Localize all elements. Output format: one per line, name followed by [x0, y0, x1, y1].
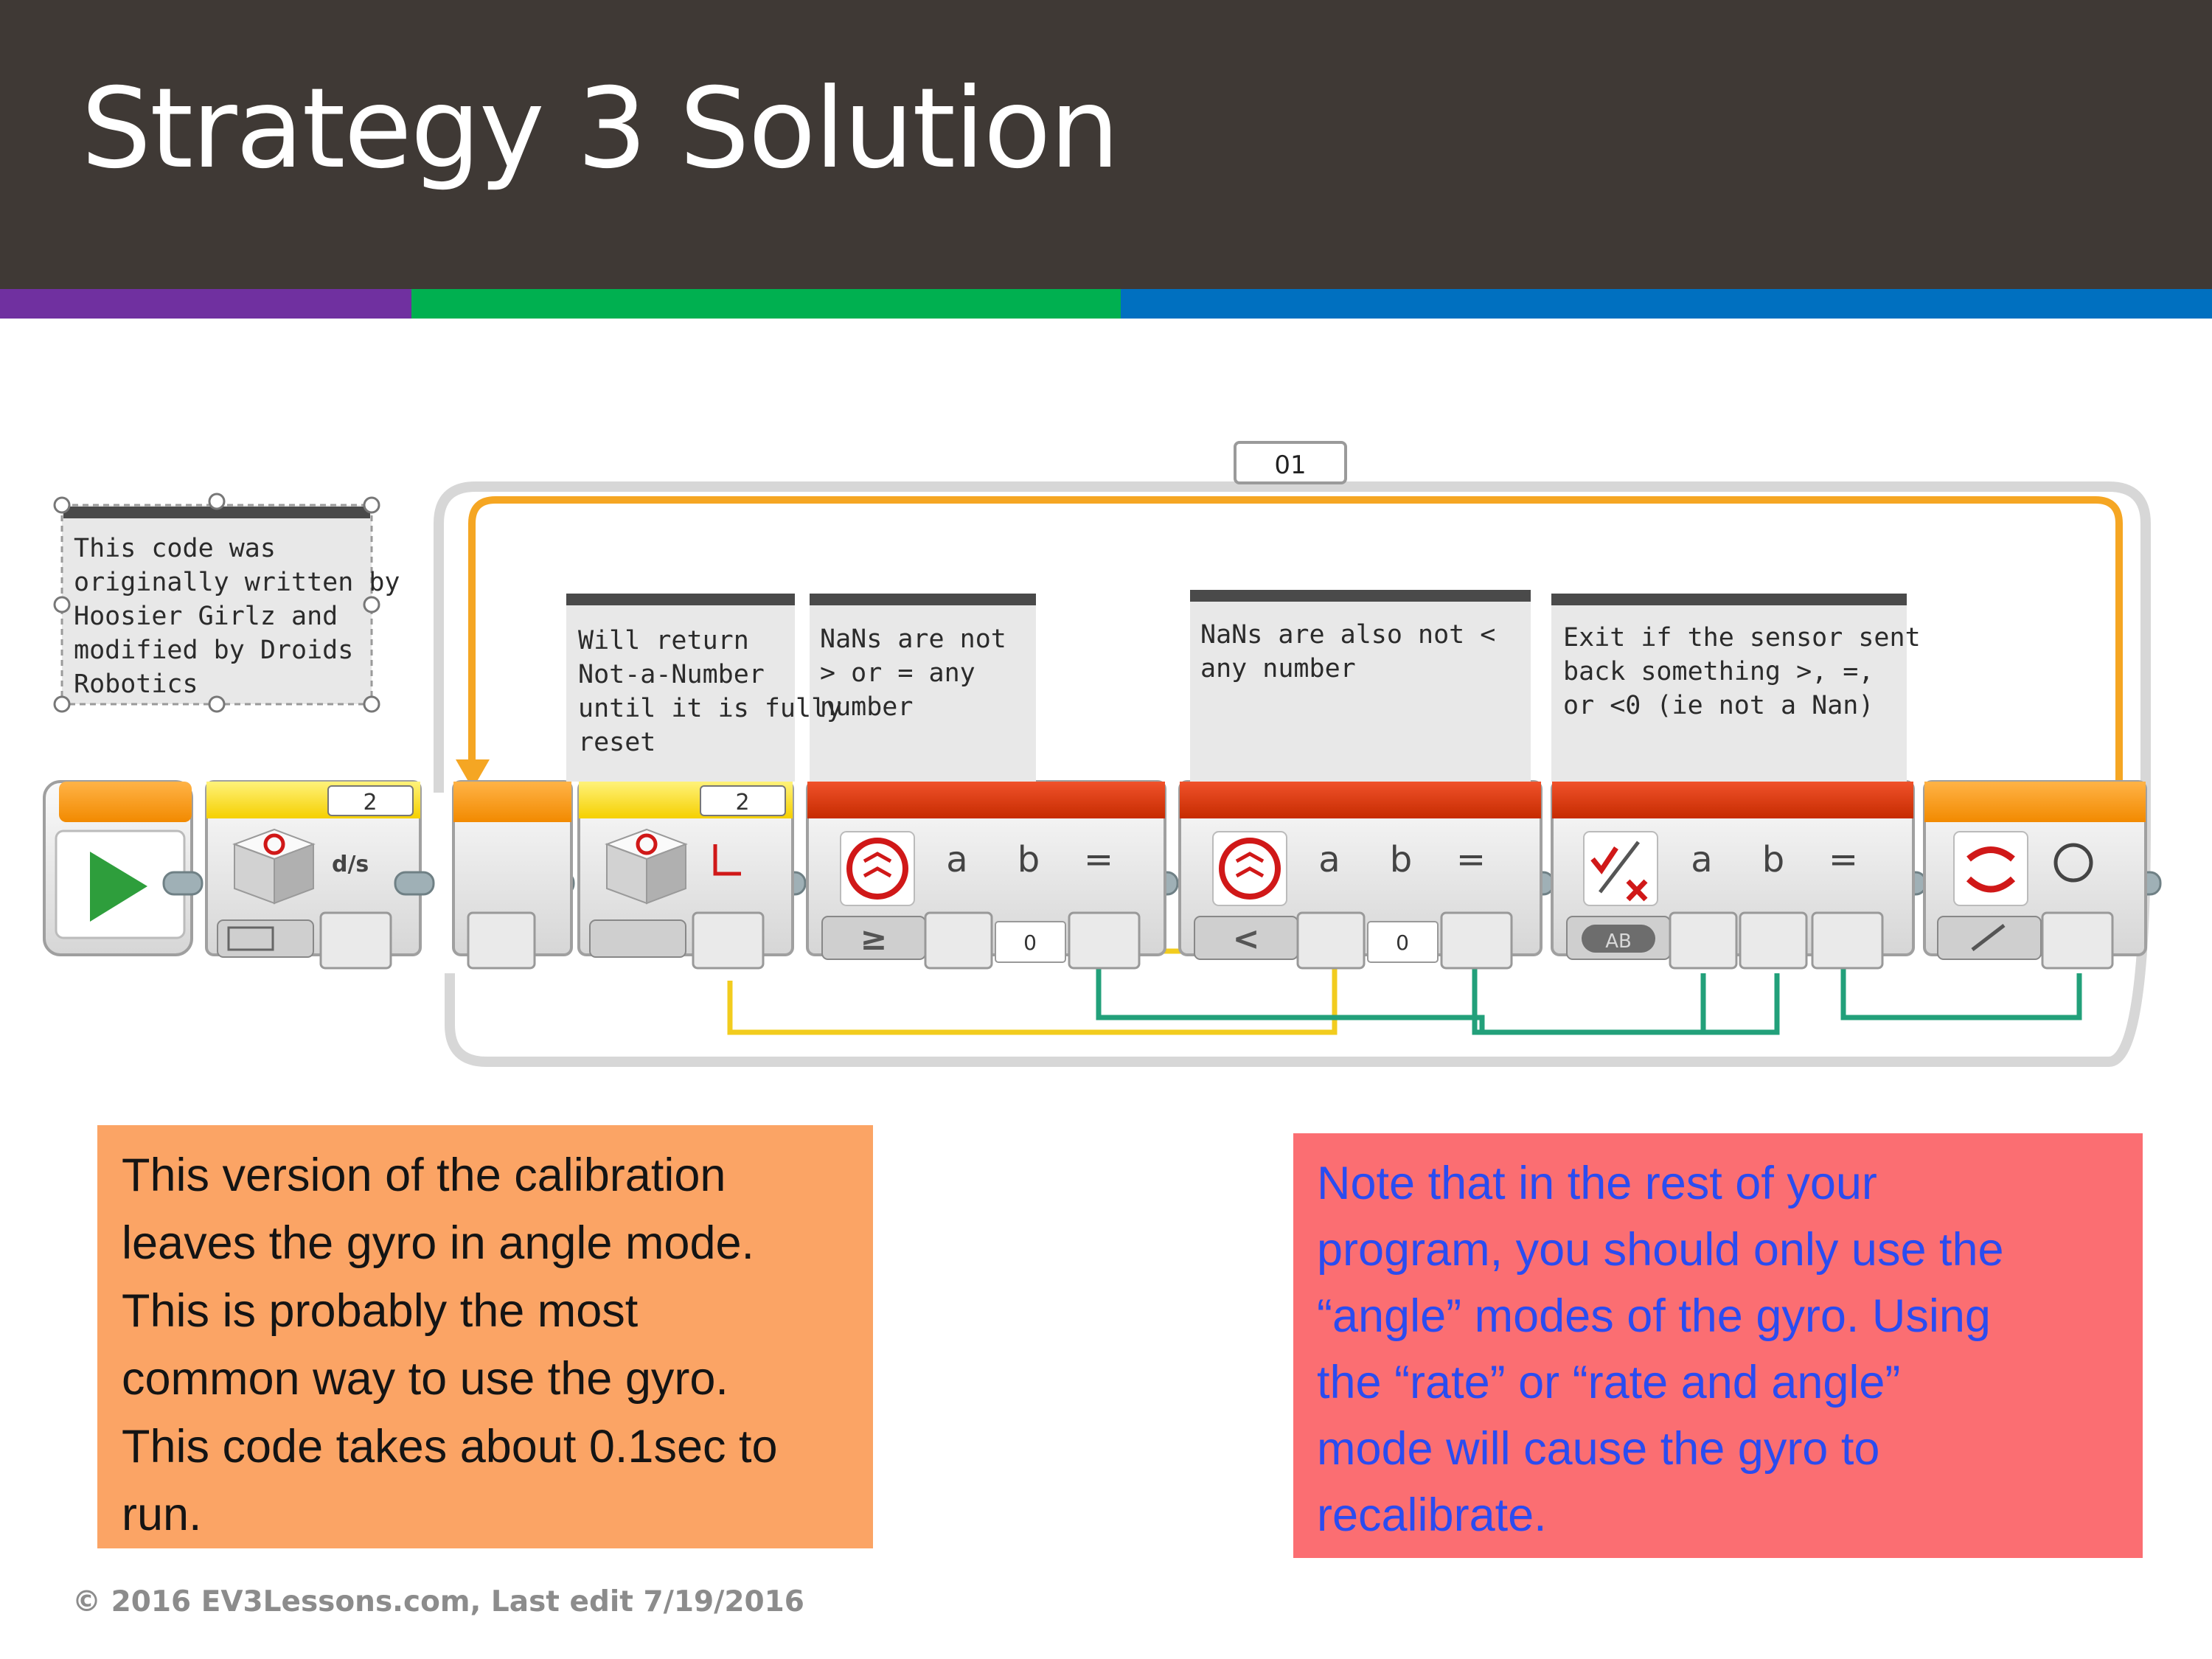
note-line: leaves the gyro in angle mode. [122, 1217, 755, 1269]
input-b-label: b [1762, 839, 1784, 880]
stripe-purple [0, 289, 411, 319]
gyro-mode-selector[interactable] [589, 919, 686, 958]
note-line: the “rate” or “rate and angle” [1317, 1357, 1901, 1408]
input-b-field[interactable] [1367, 921, 1439, 963]
note-line: This is probably the most [122, 1285, 639, 1337]
gyro-sensor-block-rate[interactable]: 2 d/s [205, 780, 422, 970]
input-a-label: a [1691, 839, 1712, 880]
gyro-sensor-block-angle[interactable]: 2 [577, 780, 794, 970]
comment-line: reset [578, 728, 655, 757]
compare-block-less-than[interactable]: a b = < 0 [1178, 780, 1543, 970]
compare-icon [846, 838, 908, 900]
logic-operations-block[interactable]: a b = AB [1551, 780, 1915, 970]
input-a-label: a [1318, 839, 1340, 880]
loop-icon [2053, 843, 2093, 883]
gyro-output-plug[interactable] [319, 911, 392, 970]
stripe-blue [1121, 289, 2212, 319]
logic-icon [1590, 841, 1648, 902]
note-line: This code takes about 0.1sec to [122, 1421, 778, 1472]
play-icon [90, 852, 147, 922]
author-comment-box[interactable] [53, 493, 380, 713]
result-label: = [1084, 839, 1113, 880]
angle-icon [713, 844, 741, 876]
slide-footer: © 2016 EV3Lessons.com, Last edit 7/19/20… [72, 1585, 804, 1618]
loop-condition-plug[interactable] [2041, 911, 2114, 970]
result-label: = [1829, 839, 1858, 880]
comment-headers [566, 590, 1907, 605]
loop-return-arrow [468, 496, 2123, 782]
input-b-value: 0 [1023, 931, 1037, 955]
comment-line: Not-a-Number [578, 660, 765, 689]
slide-title: Strategy 3 Solution [81, 65, 1120, 193]
comment-line: NaNs are also not < [1200, 620, 1495, 650]
comment-line: Will return [578, 626, 749, 655]
result-plug[interactable] [1811, 911, 1884, 970]
compare-operator: ≥ [860, 920, 888, 958]
logic-mode-label: AB [1605, 931, 1632, 953]
gyro-mode-label: d/s [332, 852, 369, 877]
comment-line: any number [1200, 654, 1356, 684]
input-b-value: 0 [1396, 931, 1409, 955]
compare-block-greater-equal[interactable]: a b = ≥ 0 [806, 780, 1166, 970]
input-a-plug[interactable] [1669, 911, 1738, 970]
result-plug[interactable] [1068, 911, 1141, 970]
note-line: common way to use the gyro. [122, 1353, 728, 1405]
comment-line: > or = any [820, 658, 975, 688]
input-a-label: a [946, 839, 967, 880]
note-line: This version of the calibration [122, 1150, 726, 1201]
input-a-plug[interactable] [924, 911, 993, 970]
compare-icon [1219, 838, 1281, 900]
gyro-sensor-icon [232, 828, 316, 905]
note-line: “angle” modes of the gyro. Using [1317, 1290, 1991, 1342]
loop-arrow-head [456, 759, 490, 789]
note-line: mode will cause the gyro to [1317, 1423, 1880, 1475]
note-line: recalibrate. [1317, 1489, 1547, 1541]
stripe-green [411, 289, 1121, 319]
note-line: run. [122, 1489, 202, 1540]
comment-line: NaNs are not [820, 625, 1006, 654]
note-box-right [1293, 1133, 2143, 1558]
loop-name-label: 01 [1274, 451, 1306, 480]
gyro-port-1: 2 [363, 790, 377, 815]
compare-operator: < [1233, 920, 1260, 958]
comment-line: back something >, =, [1563, 657, 1874, 686]
result-plug[interactable] [1440, 911, 1513, 970]
input-b-label: b [1018, 839, 1040, 880]
ev3-program-diagram: 01 2 d/s [43, 441, 2162, 1067]
start-block[interactable] [43, 780, 193, 956]
loop-end-block[interactable] [1923, 780, 2147, 970]
gyro-output-plug[interactable] [692, 911, 765, 970]
comment-line: or <0 (ie not a Nan) [1563, 691, 1874, 720]
gyro-sensor-icon [605, 828, 688, 905]
ruler-icon [227, 926, 274, 951]
slide-header [0, 0, 2212, 289]
input-a-plug[interactable] [1296, 911, 1366, 970]
comment-texts: This code was originally written by Hoosie… [74, 534, 1921, 757]
author-comment-line: modified by Droids [74, 636, 353, 665]
note-box-left [97, 1125, 873, 1548]
loop-interrupt-icon [1966, 846, 2016, 893]
gyro-mode-selector[interactable] [217, 919, 314, 958]
result-label: = [1456, 839, 1486, 880]
author-comment-line: Robotics [74, 669, 198, 699]
note-text-left: This version of the calibration leaves t… [122, 1141, 866, 1548]
loop-start-block[interactable] [452, 780, 573, 970]
input-b-plug[interactable] [1739, 911, 1808, 970]
note-text-right: Note that in the rest of your program, y… [1317, 1150, 2128, 1548]
input-b-label: b [1390, 839, 1412, 880]
comment-line: number [820, 692, 913, 722]
note-line: program, you should only use the [1317, 1224, 2004, 1276]
comment-line: until it is fully [578, 694, 842, 723]
gyro-port-2: 2 [735, 790, 749, 815]
author-comment-line: Hoosier Girlz and [74, 602, 338, 631]
loop-name-tab[interactable] [1234, 441, 1347, 484]
author-comment-line: This code was [74, 534, 276, 563]
comment-line: Exit if the sensor sent [1563, 623, 1921, 653]
comment-boxes[interactable] [566, 590, 1907, 782]
author-comment-line: originally written by [74, 568, 400, 597]
input-b-field[interactable] [995, 921, 1066, 963]
note-line: Note that in the rest of your [1317, 1158, 1877, 1209]
